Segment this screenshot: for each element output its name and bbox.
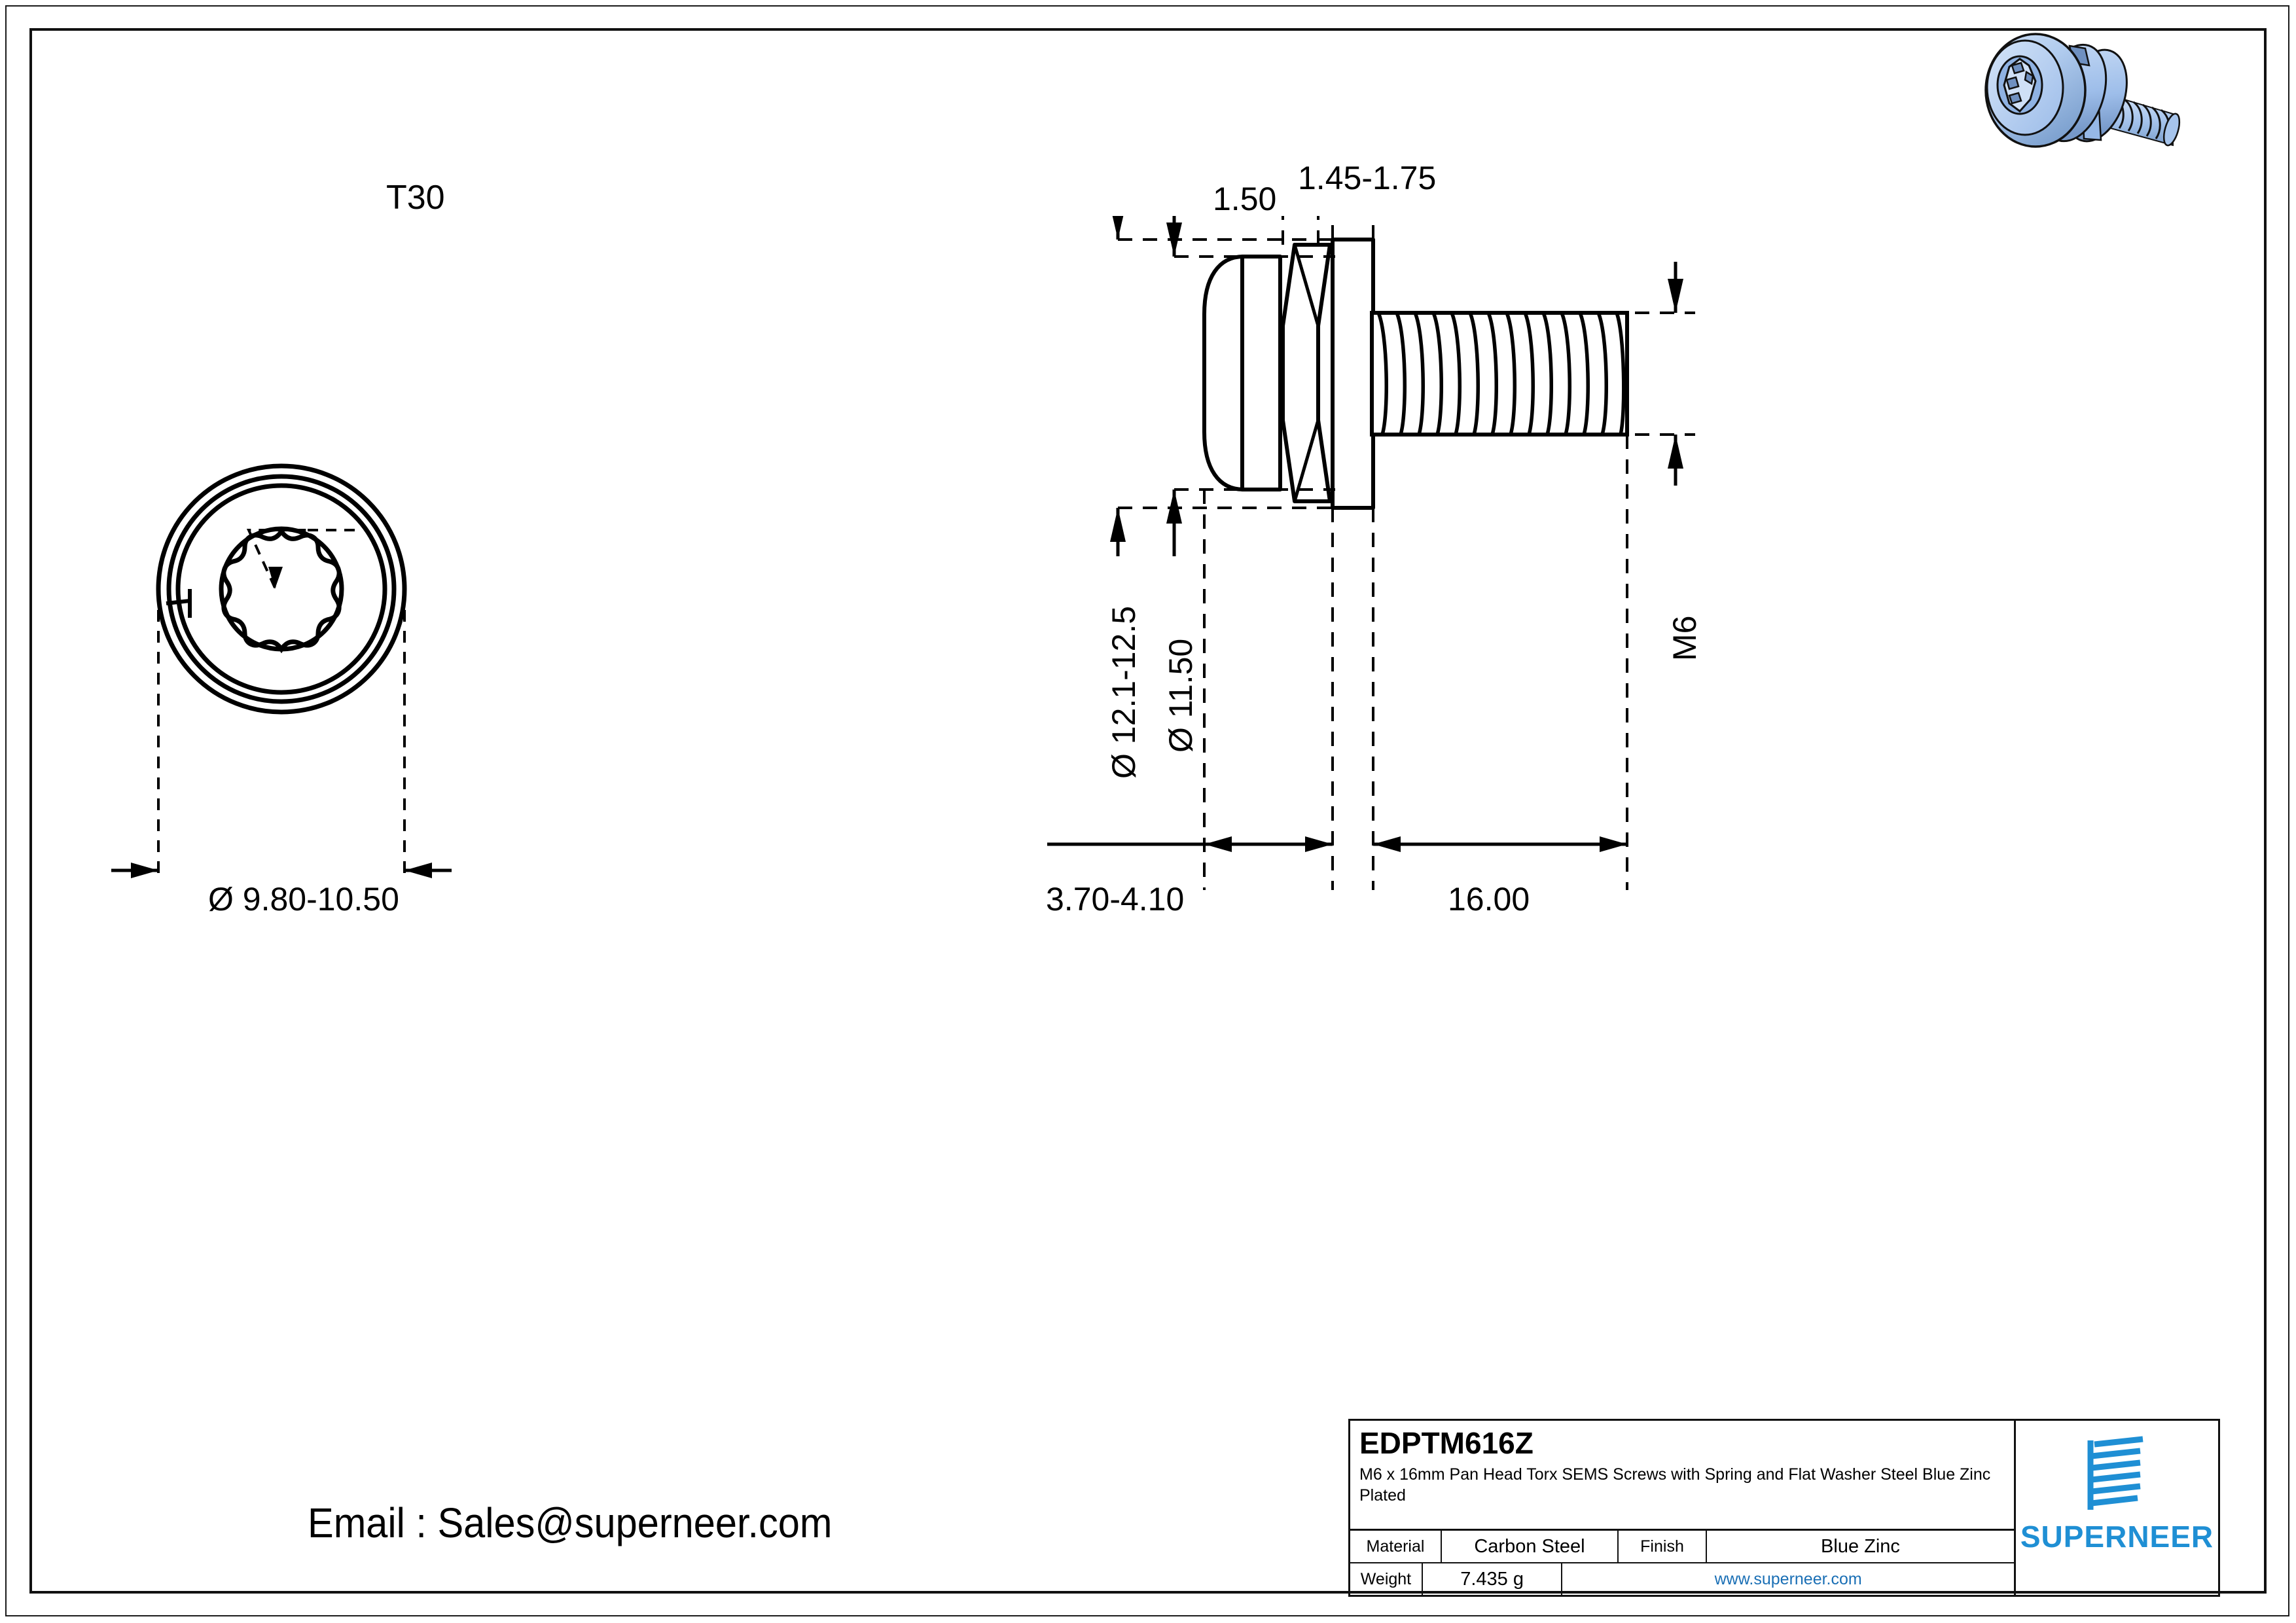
head-height-label: 3.70-4.10 xyxy=(1046,881,1185,918)
dim-arrow-washer-top xyxy=(1112,216,1124,240)
t30-arrowhead xyxy=(268,567,283,589)
thread-profile xyxy=(1376,312,1626,435)
dim-arrow-m6-bot xyxy=(1668,435,1683,469)
pan-head-body xyxy=(1240,255,1282,491)
thread-crests xyxy=(1372,311,1627,437)
sheet-border-outer xyxy=(5,5,2289,1616)
dim-arrow-head-bot xyxy=(1166,490,1182,524)
threaded-shank xyxy=(1370,311,1629,437)
torx-socket-circle xyxy=(219,526,344,652)
dim-arrow-right xyxy=(404,863,432,878)
dim-arrow-len-b xyxy=(1600,836,1627,852)
sheet-border-inner xyxy=(29,28,2267,1594)
dim-arrow-head-top xyxy=(1166,223,1182,257)
render-torx-recess xyxy=(1996,55,2043,115)
title-block-main: EDPTM616Z M6 x 16mm Pan Head Torx SEMS S… xyxy=(1348,1419,2016,1597)
flat-washer-circle xyxy=(156,463,407,715)
title-block: EDPTM616Z M6 x 16mm Pan Head Torx SEMS S… xyxy=(1348,1419,2220,1597)
head-circle xyxy=(175,483,387,695)
flat-washer-thickness-label: 1.50 xyxy=(1213,181,1277,217)
finish-label: Finish xyxy=(1619,1531,1707,1562)
website-link[interactable]: www.superneer.com xyxy=(1714,1569,1862,1588)
title-block-row-material: Material Carbon Steel Finish Blue Zinc xyxy=(1350,1531,2014,1563)
dim-arrow-m6-top xyxy=(1668,279,1683,313)
spring-washer-split xyxy=(166,589,192,618)
weight-label: Weight xyxy=(1350,1563,1423,1595)
dim-arrow-len-a xyxy=(1373,836,1401,852)
dim-arrow-washer-bot xyxy=(1110,508,1126,542)
material-value: Carbon Steel xyxy=(1442,1531,1619,1562)
dim-arrow-head-h-a xyxy=(1204,836,1232,852)
torx-star xyxy=(221,527,342,654)
washer-od-label: Ø 12.1-12.5 xyxy=(1105,605,1142,779)
superneer-wordmark: SUPERNEER xyxy=(2020,1520,2214,1554)
title-block-row-weight: Weight 7.435 g www.superneer.com xyxy=(1350,1563,2014,1595)
material-label: Material xyxy=(1350,1531,1442,1562)
spring-washer-gap2 xyxy=(1293,419,1320,502)
t30-leader xyxy=(246,529,308,588)
render-head xyxy=(1984,33,2087,148)
pan-head xyxy=(1202,255,1246,491)
spring-washer-thickness-label: 1.45-1.75 xyxy=(1298,160,1437,196)
dim-arrow-left xyxy=(131,863,158,878)
thread-size-label: M6 xyxy=(1666,615,1703,661)
t30-callout-label: T30 xyxy=(386,179,445,217)
weight-value: 7.435 g xyxy=(1423,1563,1563,1595)
part-description: M6 x 16mm Pan Head Torx SEMS Screws with… xyxy=(1359,1465,1991,1505)
iso-render xyxy=(1984,33,2181,148)
thread-length-label: 16.00 xyxy=(1448,881,1530,918)
head-od-label: Ø 11.50 xyxy=(1162,638,1199,753)
spring-washer-circle xyxy=(166,474,397,704)
finish-value: Blue Zinc xyxy=(1821,1535,1900,1557)
side-view xyxy=(1047,216,1695,890)
superneer-logo-icon xyxy=(2075,1431,2160,1516)
top-view xyxy=(111,463,452,878)
extension-lines xyxy=(1118,216,1695,890)
spring-washer-gap xyxy=(1293,244,1320,327)
part-number: EDPTM616Z xyxy=(1359,1426,1534,1460)
diameter-extension-lines xyxy=(157,589,406,877)
top-view-diameter-label: Ø 9.80-10.50 xyxy=(208,881,399,918)
dim-arrow-head-h-b xyxy=(1305,836,1333,852)
email-line: Email : Sales@superneer.com xyxy=(308,1499,833,1546)
flat-washer xyxy=(1331,238,1375,510)
logo-cell: SUPERNEER xyxy=(2016,1419,2220,1597)
title-block-header: EDPTM616Z M6 x 16mm Pan Head Torx SEMS S… xyxy=(1350,1421,2014,1531)
